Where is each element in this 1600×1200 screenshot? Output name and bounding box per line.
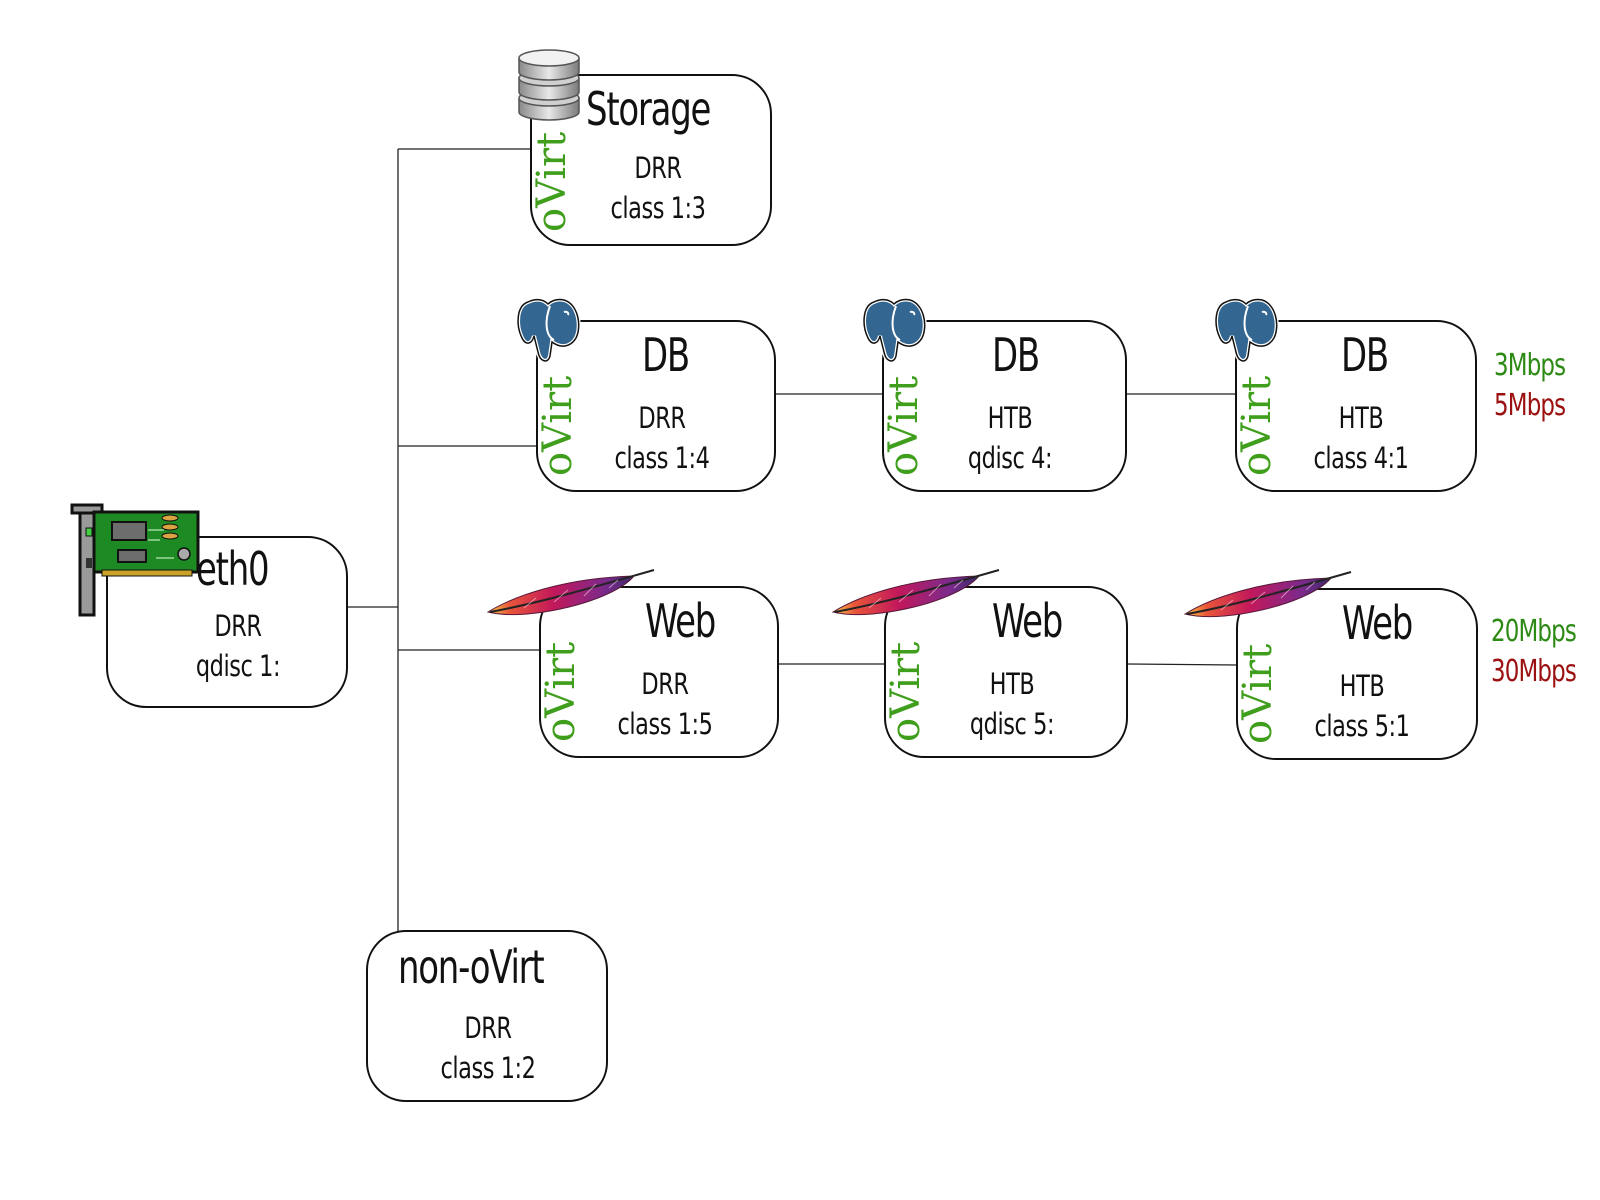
ovirt-brand-label: oVirt — [881, 375, 927, 476]
db-rate-guaranteed: 3Mbps — [1494, 348, 1566, 383]
node-handle: class 4:1 — [1313, 441, 1409, 475]
node-algorithm: DRR — [214, 609, 262, 643]
node-handle: qdisc 5: — [969, 707, 1055, 741]
node-algorithm: DRR — [634, 151, 682, 185]
node-title: Storage — [586, 82, 711, 136]
postgresql-elephant-icon — [1214, 297, 1279, 363]
ovirt-brand-label: oVirt — [529, 131, 575, 232]
ovirt-brand-label: oVirt — [1235, 643, 1281, 744]
node-algorithm: DRR — [641, 667, 689, 701]
wire-web2-web3 — [1126, 663, 1238, 666]
apache-feather-icon — [486, 569, 655, 616]
db-rate-ceiling: 5Mbps — [1494, 388, 1566, 423]
node-algorithm: HTB — [1339, 669, 1385, 703]
node-algorithm: HTB — [987, 401, 1033, 435]
node-algorithm: DRR — [638, 401, 686, 435]
node-handle: class 1:3 — [610, 191, 706, 225]
node-title: DB — [992, 328, 1040, 382]
node-title: non-oVirt — [398, 940, 545, 994]
postgresql-elephant-icon — [862, 297, 927, 363]
node-db-class-1-4: DB DRR class 1:4 oVirt — [535, 320, 776, 492]
node-handle: qdisc 1: — [195, 649, 281, 683]
node-db-class-4-1: DB HTB class 4:1 oVirt — [1234, 320, 1477, 492]
node-title: Web — [1342, 596, 1413, 650]
node-title: DB — [642, 328, 690, 382]
apache-feather-icon — [831, 569, 1000, 616]
database-icon — [518, 49, 580, 121]
node-handle: qdisc 4: — [967, 441, 1053, 475]
node-algorithm: HTB — [1338, 401, 1384, 435]
node-title: Web — [645, 594, 716, 648]
ovirt-brand-label: oVirt — [535, 375, 581, 476]
node-handle: class 1:4 — [614, 441, 710, 475]
ovirt-brand-label: oVirt — [883, 641, 929, 742]
apache-feather-icon — [1183, 571, 1352, 618]
node-non-ovirt: non-oVirt DRR class 1:2 — [366, 930, 608, 1102]
web-rate-guaranteed: 20Mbps — [1491, 614, 1577, 649]
node-algorithm: HTB — [989, 667, 1035, 701]
node-web-qdisc-5: Web HTB qdisc 5: oVirt — [883, 586, 1128, 758]
node-db-qdisc-4: DB HTB qdisc 4: oVirt — [881, 320, 1127, 492]
node-algorithm: DRR — [464, 1011, 512, 1045]
node-title: DB — [1341, 328, 1389, 382]
node-web-class-5-1: Web HTB class 5:1 oVirt — [1235, 588, 1478, 760]
ovirt-brand-label: oVirt — [1234, 375, 1280, 476]
node-title: Web — [992, 594, 1063, 648]
node-handle: class 1:2 — [440, 1051, 536, 1085]
node-web-class-1-5: Web DRR class 1:5 oVirt — [538, 586, 779, 758]
postgresql-elephant-icon — [516, 297, 581, 363]
web-rate-ceiling: 30Mbps — [1491, 654, 1577, 689]
node-handle: class 1:5 — [617, 707, 713, 741]
ovirt-brand-label: oVirt — [538, 641, 584, 742]
node-title: eth0 — [196, 542, 270, 596]
network-card-icon — [70, 503, 200, 617]
node-handle: class 5:1 — [1314, 709, 1410, 743]
